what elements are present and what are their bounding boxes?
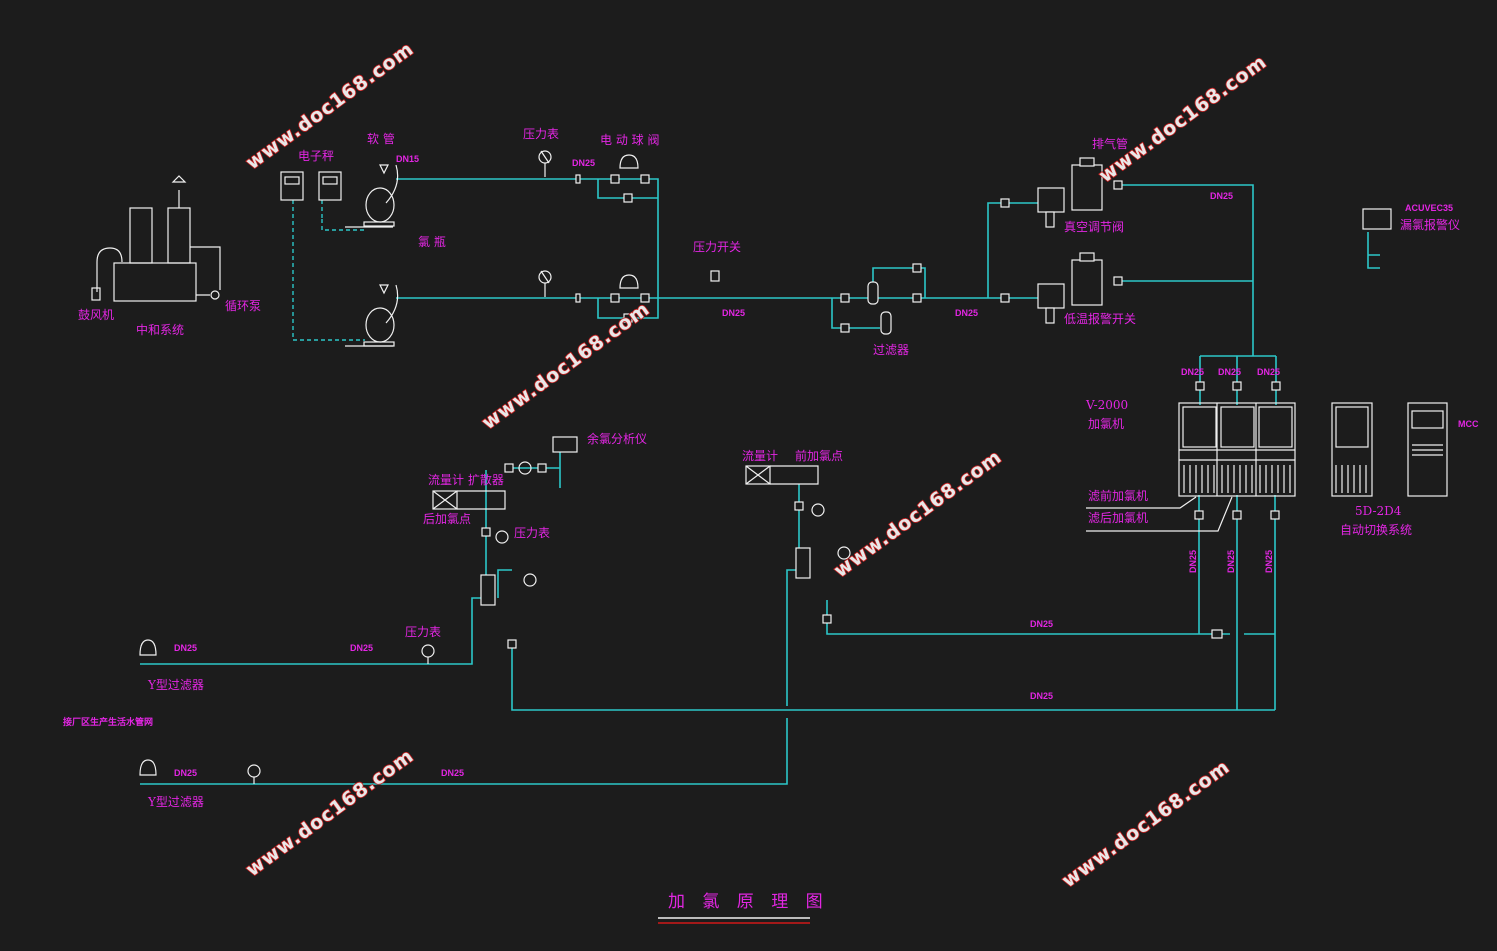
- label-dn25: DN25: [350, 643, 373, 653]
- label-gauge-low: 压力表: [405, 625, 441, 639]
- drawing-title: 加 氯 原 理 图: [668, 892, 829, 912]
- label-dn25: DN25: [174, 643, 197, 653]
- valves: [481, 154, 1281, 649]
- label-dn25: DN25: [1181, 367, 1204, 377]
- label-gauge-mid: 压力表: [514, 526, 550, 540]
- leak-detector: [1362, 208, 1392, 230]
- label-flowmeter: 流量计: [742, 449, 778, 463]
- label-chlorinator: 加氯机: [1088, 417, 1124, 431]
- label-low-temp-switch: 低温报警开关: [1064, 311, 1136, 326]
- label-mcc: MCC: [1458, 419, 1479, 429]
- label-flowmeter-diffuser: 流量计 扩散器: [428, 472, 504, 487]
- label-scale: 电子秤: [298, 149, 334, 163]
- chlorine-cylinders: [345, 164, 399, 347]
- label-gauge-top: 压力表: [523, 127, 559, 141]
- label-post-chlorinator: 滤后加氯机: [1088, 511, 1148, 525]
- label-dn25: DN25: [1030, 619, 1053, 629]
- label-dn25: DN25: [1210, 191, 1233, 201]
- label-detector-model: ACUVEC35: [1405, 203, 1453, 213]
- label-chlorinator-model: V-2000: [1085, 398, 1128, 412]
- label-post-point: 后加氯点: [423, 512, 471, 526]
- scales: [280, 171, 342, 201]
- label-cylinder: 氯 瓶: [418, 235, 446, 249]
- label-dn25: DN25: [1264, 550, 1274, 573]
- injectors: [139, 436, 819, 776]
- label-vent: 排气管: [1092, 136, 1128, 151]
- label-hose: 软 管: [367, 131, 395, 146]
- label-filter: 过滤器: [873, 343, 909, 357]
- label-pre-chlorinator: 滤前加氯机: [1088, 488, 1148, 503]
- label-dn15: DN15: [396, 154, 419, 164]
- label-auto-switch: 自动切换系统: [1340, 523, 1412, 537]
- filters: [867, 281, 892, 335]
- label-blower: 鼓风机: [78, 308, 114, 322]
- label-pre-point: 前加氯点: [795, 448, 843, 463]
- labels: 电子秤 软 管 DN15 压力表 DN25 电 动 球 阀 氯 瓶 鼓风机 中和…: [63, 127, 1479, 809]
- gauges: [247, 150, 851, 784]
- mcc-cabinet: [1407, 402, 1448, 497]
- label-circ-pump: 循环泵: [225, 299, 261, 313]
- label-dn25: DN25: [174, 768, 197, 778]
- vacuum-regulators: [1037, 157, 1103, 324]
- label-dn25: DN25: [1218, 367, 1241, 377]
- label-y-strainer: Y型过滤器: [147, 795, 204, 809]
- label-ball-valve: 电 动 球 阀: [600, 133, 659, 147]
- neutralization-system: [91, 175, 221, 302]
- label-y-strainer: Y型过滤器: [147, 678, 204, 692]
- label-switch-model: 5D-2D4: [1355, 504, 1402, 518]
- label-dn25: DN25: [441, 768, 464, 778]
- label-neutralizer: 中和系统: [136, 322, 184, 337]
- label-dn25: DN25: [1226, 550, 1236, 573]
- label-dn25: DN25: [722, 308, 745, 318]
- label-leak-detector: 漏氯报警仪: [1400, 217, 1460, 232]
- auto-switch-cabinet: [1331, 402, 1373, 497]
- label-pressure-switch: 压力开关: [693, 240, 741, 254]
- label-water-main: 接厂区生产生活水管网: [63, 716, 153, 727]
- label-residual-analyzer: 余氯分析仪: [587, 431, 647, 446]
- label-dn25-top: DN25: [572, 158, 595, 168]
- label-dn25: DN25: [1257, 367, 1280, 377]
- label-dn25: DN25: [1030, 691, 1053, 701]
- label-dn25: DN25: [955, 308, 978, 318]
- label-dn25: DN25: [1188, 550, 1198, 573]
- label-vacuum-regulator: 真空调节阀: [1064, 220, 1124, 234]
- chlorinators: [1178, 402, 1296, 497]
